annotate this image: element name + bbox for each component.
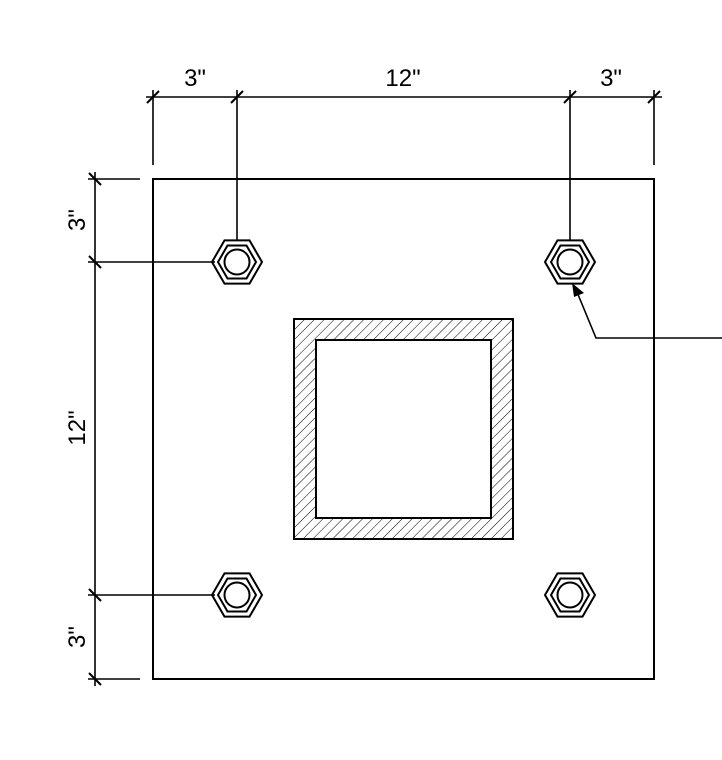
bolt-top-left-icon: [210, 239, 264, 285]
tick-left-1: [88, 172, 102, 186]
dim-top-right-edge: 3": [600, 65, 622, 92]
tick-top-1: [146, 90, 160, 104]
tick-top-3: [563, 90, 577, 104]
tick-top-4: [647, 90, 661, 104]
bolt-bottom-right-icon: [543, 572, 597, 618]
bolt-bottom-left-icon: [210, 572, 264, 618]
tick-top-2: [230, 90, 244, 104]
column-outer-outline: [293, 318, 514, 540]
dim-left-center: 12": [64, 410, 91, 445]
tick-left-4: [88, 672, 102, 686]
dim-top-left-edge: 3": [184, 65, 206, 92]
bolt-leader-line: [576, 291, 722, 339]
tick-left-2: [88, 255, 102, 269]
base-plate-outline: [152, 178, 655, 680]
dim-left-top-edge: 3": [64, 209, 91, 231]
bolt-top-right-icon: [543, 239, 597, 285]
column-section-hatch: [294, 319, 513, 539]
dim-top-center: 12": [385, 65, 420, 92]
dim-left-bottom-edge: 3": [64, 626, 91, 648]
bolt-leader-arrowhead: [572, 283, 584, 297]
tick-left-3: [88, 588, 102, 602]
column-inner-outline: [315, 339, 492, 519]
